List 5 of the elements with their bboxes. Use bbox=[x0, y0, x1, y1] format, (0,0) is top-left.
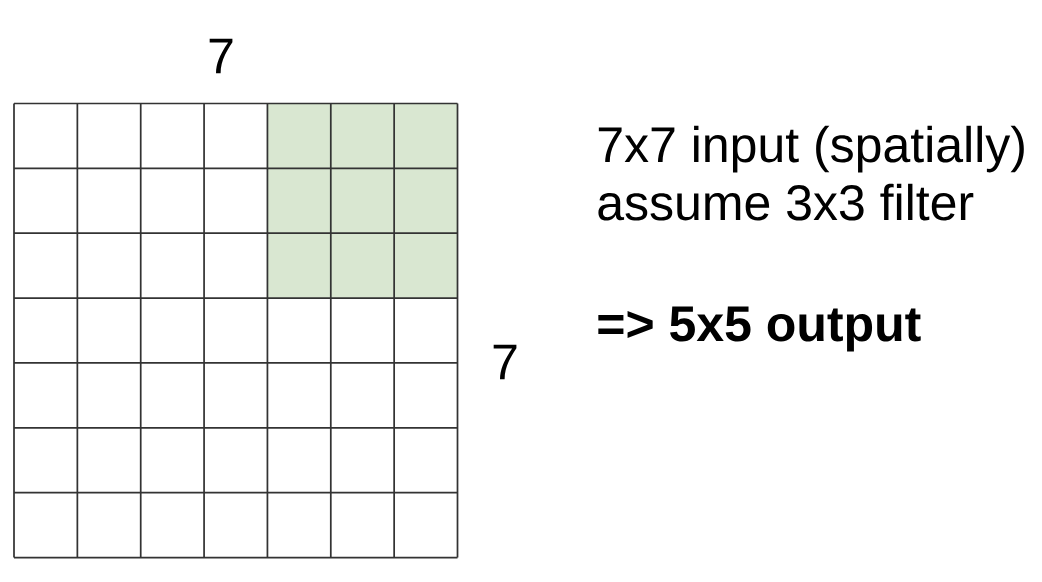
note-text: assume 3x3 filter bbox=[598, 183, 974, 221]
dimension-label: 7 bbox=[493, 344, 517, 380]
dimension-label: 7 bbox=[209, 38, 233, 74]
note-text: 7x7 input (spatially) bbox=[598, 125, 1024, 173]
note-text: => 5x5 output bbox=[598, 306, 921, 352]
